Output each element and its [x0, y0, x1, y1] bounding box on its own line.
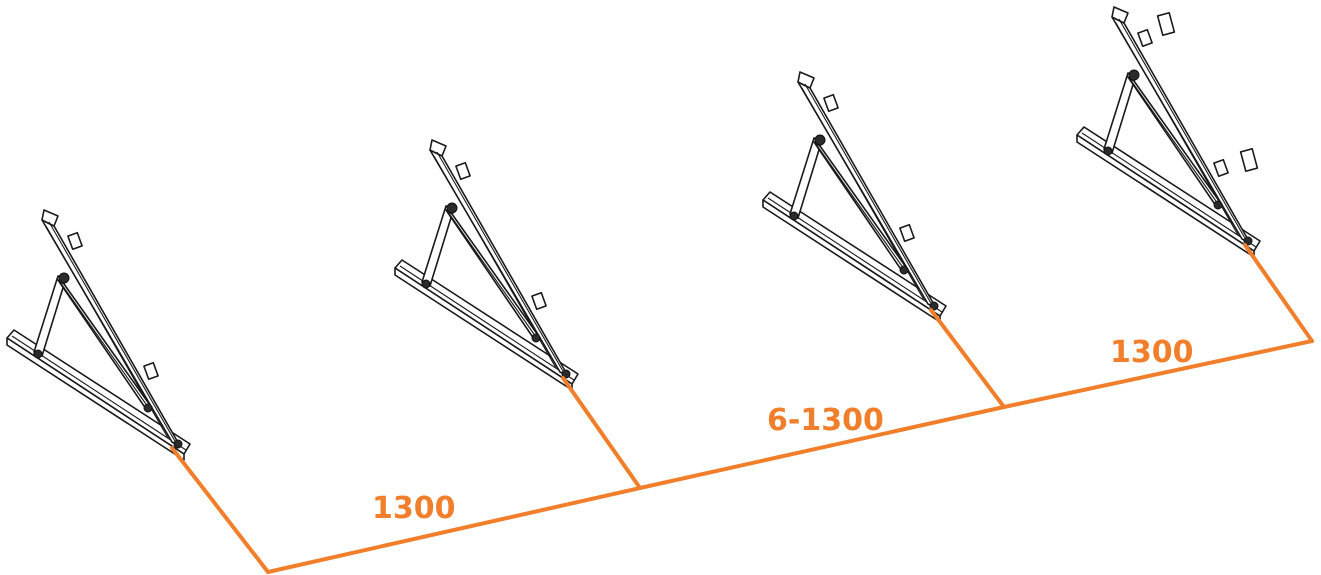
loose-clamp-parts: [1156, 11, 1259, 173]
extension-line-3: [929, 308, 1006, 409]
dimension-baseline: [266, 339, 1314, 574]
dimension-lines: [170, 243, 1314, 574]
bracket-1: [6, 209, 191, 461]
extension-line-2: [561, 376, 642, 490]
dimension-label-right: 1300: [1110, 335, 1194, 370]
bracket-3: [762, 71, 947, 323]
bracket-2: [394, 139, 579, 391]
dimension-label-left: 1300: [372, 491, 456, 526]
extension-line-4: [1243, 243, 1314, 343]
bracket-4: [1076, 6, 1261, 258]
dimension-label-middle: 6-1300: [767, 403, 884, 438]
extension-line-1: [170, 446, 270, 574]
